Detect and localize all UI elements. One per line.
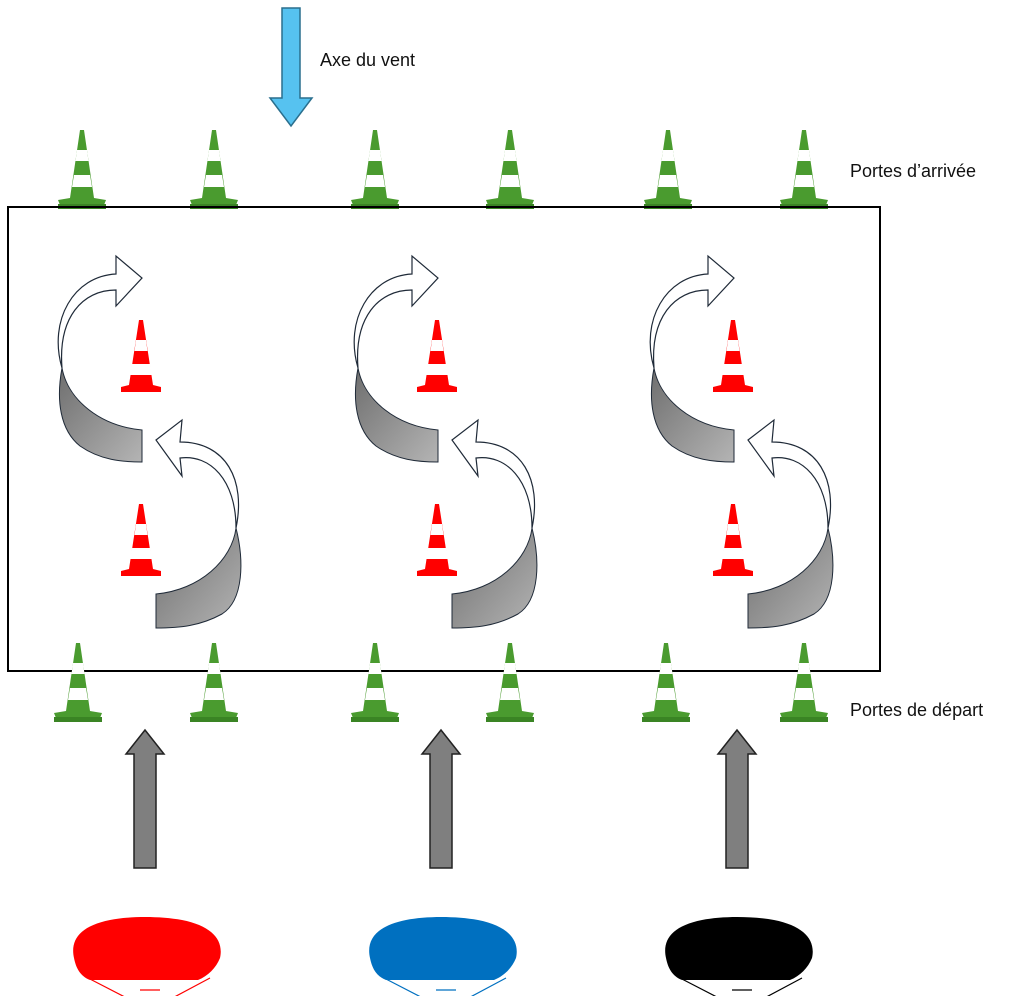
finish-gates-label: Portes d’arrivée xyxy=(850,161,976,181)
paraglider-icon xyxy=(369,917,517,996)
red-cone-icon xyxy=(121,504,161,576)
wind-arrow-icon xyxy=(268,7,314,128)
competition-field xyxy=(7,206,881,672)
slalom-lane xyxy=(57,254,242,629)
launch-arrow-icon xyxy=(716,728,758,869)
finish-gates xyxy=(58,130,828,209)
red-cone-icon xyxy=(121,320,161,392)
paraglider-icon xyxy=(73,917,221,996)
turn-arrow-shadow xyxy=(354,367,439,463)
slalom-lane xyxy=(649,254,834,629)
launch-arrow-icon xyxy=(124,728,166,869)
green-cone-icon xyxy=(351,130,399,209)
red-cone-icon xyxy=(713,504,753,576)
turn-arrow-icon xyxy=(747,418,832,529)
red-cone-icon xyxy=(417,320,457,392)
turn-arrow-icon xyxy=(353,254,439,369)
start-gates xyxy=(54,643,828,722)
green-cone-icon xyxy=(54,643,102,722)
turn-arrow-icon xyxy=(57,254,143,369)
turn-arrow-icon xyxy=(649,254,735,369)
pilot-lane xyxy=(73,728,221,996)
turn-arrow-shadow xyxy=(155,527,242,629)
start-gates-label: Portes de départ xyxy=(850,700,983,720)
wind-axis-label: Axe du vent xyxy=(320,50,415,70)
green-cone-icon xyxy=(190,643,238,722)
turn-arrow-shadow xyxy=(451,527,538,629)
pilots xyxy=(73,728,813,996)
pilot-lane xyxy=(665,728,813,996)
slalom-lanes xyxy=(57,254,834,629)
green-cone-icon xyxy=(780,130,828,209)
green-cone-icon xyxy=(780,643,828,722)
red-cone-icon xyxy=(713,320,753,392)
turn-arrow-shadow xyxy=(650,367,735,463)
turn-arrow-shadow xyxy=(747,527,834,629)
turn-arrow-icon xyxy=(451,418,536,529)
green-cone-icon xyxy=(190,130,238,209)
green-cone-icon xyxy=(486,643,534,722)
green-cone-icon xyxy=(642,643,690,722)
slalom-lane xyxy=(353,254,538,629)
paraglider-icon xyxy=(665,917,813,996)
pilot-lane xyxy=(369,728,517,996)
red-cone-icon xyxy=(417,504,457,576)
green-cone-icon xyxy=(351,643,399,722)
green-cone-icon xyxy=(644,130,692,209)
turn-arrow-icon xyxy=(155,418,240,529)
turn-arrow-shadow xyxy=(58,367,143,463)
green-cone-icon xyxy=(486,130,534,209)
launch-arrow-icon xyxy=(420,728,462,869)
green-cone-icon xyxy=(58,130,106,209)
